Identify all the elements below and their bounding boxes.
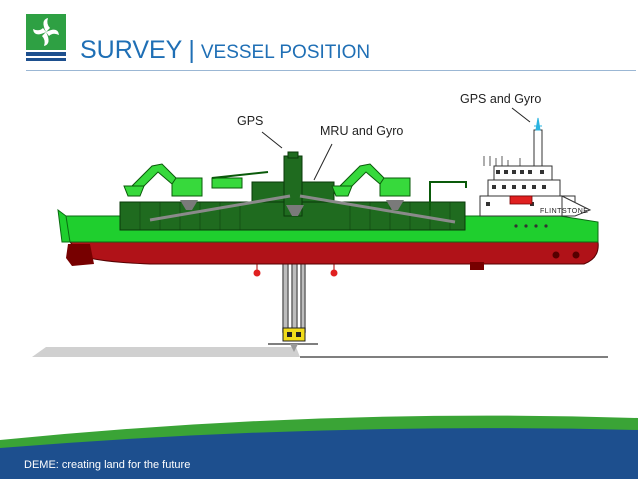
gps-gyro-label: GPS and Gyro [460, 92, 542, 106]
suction-arms [149, 194, 456, 224]
title-separator: | [188, 36, 195, 64]
title-subtitle: VESSEL POSITION [200, 42, 371, 63]
mast-railings [483, 156, 521, 166]
portholes [552, 251, 580, 259]
crane-middle [211, 171, 269, 189]
title-main: SURVEY [80, 36, 183, 64]
title-divider [26, 70, 636, 71]
gps-gyro-antenna-icon [534, 117, 542, 131]
crane-left [123, 163, 203, 197]
gps-leader-line [261, 131, 283, 149]
hull-lower [68, 241, 599, 265]
deme-logo-icon [26, 14, 66, 61]
suction-pipe [282, 261, 306, 333]
hopper-funnels [180, 200, 404, 216]
hull-windows [514, 224, 548, 228]
gps-mast [287, 151, 299, 159]
crane-right [331, 163, 411, 197]
red-markers [253, 262, 338, 277]
suction-head [268, 327, 318, 352]
page-title: SURVEY|VESSEL POSITION [80, 36, 370, 65]
footer-tagline: DEME: creating land for the future [24, 459, 191, 471]
gps-gyro-leader-line [511, 107, 531, 123]
footer-wave-blue [0, 428, 638, 479]
rudder-propeller [66, 244, 484, 270]
davits [429, 181, 467, 210]
lifeboat [509, 195, 533, 205]
mru-gyro-label: MRU and Gyro [320, 124, 404, 138]
gps-label: GPS [237, 114, 264, 128]
seabed [32, 347, 300, 357]
mru-gyro-leader-line [313, 143, 333, 181]
ship-name: FLINTSTONE [540, 208, 589, 215]
